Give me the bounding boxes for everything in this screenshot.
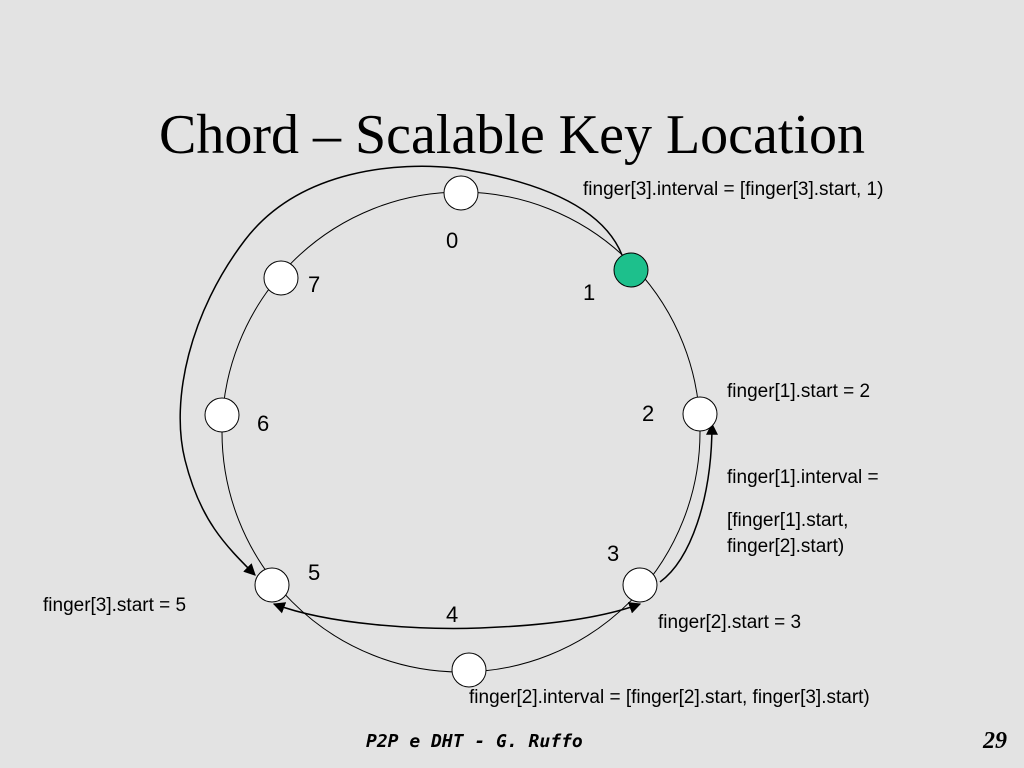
ring-node-label-4: 4 [446,602,458,627]
ring-node-label-0: 0 [446,228,458,253]
ring-node-label-1: 1 [583,280,595,305]
ring-node-label-6: 6 [257,411,269,436]
slide-title: Chord – Scalable Key Location [158,104,865,166]
ring-node-5 [254,567,290,603]
annotation-finger2-interval: finger[2].interval = [finger[2].start, f… [469,687,870,708]
ring-node-label-7: 7 [308,272,320,297]
arrow-finger1 [659,422,718,583]
annotation-finger1-interval-line2: [finger[1].start, [727,510,849,531]
ring-node-label-5: 5 [308,560,320,585]
ring-node-label-2: 2 [642,401,654,426]
annotation-finger2-start: finger[2].start = 3 [658,612,802,633]
ring-node-6 [204,397,240,433]
ring-node-4 [451,652,487,688]
annotation-finger3-start: finger[3].start = 5 [43,595,187,616]
annotation-finger3-interval: finger[3].interval = [finger[3].start, 1… [583,179,884,200]
footer-text: P2P e DHT - G. Ruffo [366,731,583,752]
ring-node-7 [263,260,299,296]
arrow-finger2 [272,602,642,630]
slide-number: 29 [983,728,1007,754]
annotation-finger1-interval-line1: finger[1].interval = [727,467,879,488]
arrow-finger3 [179,165,623,576]
ring-node-1 [613,252,649,288]
annotation-finger1-interval-line3: finger[2].start) [727,536,845,557]
ring-node-2 [682,396,718,432]
ring-node-label-3: 3 [607,541,619,566]
ring-node-0 [443,175,479,211]
annotation-finger1-start: finger[1].start = 2 [727,381,871,402]
ring-node-3 [622,567,658,603]
